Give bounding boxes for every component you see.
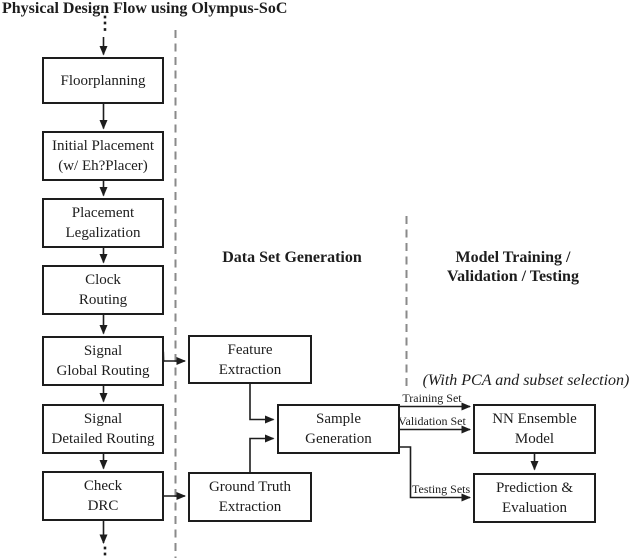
box-feature-extraction-label: Feature Extraction (218, 341, 282, 378)
box-nn-ensemble-model-label: NN Ensemble Model (492, 411, 577, 447)
flow-step-floorplanning: Floorplanning (42, 57, 164, 104)
flow-step-check-drc-label: Check DRC (83, 478, 123, 514)
section-heading-dataset: Data Set Generation (222, 249, 362, 266)
flow-step-signal-detailed-routing-label: Signal Detailed Routing (51, 411, 155, 447)
arrow-ground-truth-to-sample (249, 434, 275, 472)
box-nn-ensemble-model: NN Ensemble Model (473, 404, 596, 454)
diagram-title: Physical Design Flow using Olympus-SoC (2, 0, 288, 17)
ellipsis-top: ⋮ (96, 13, 114, 33)
box-prediction-evaluation: Prediction & Evaluation (473, 473, 596, 523)
flow-step-initial-placement: Initial Placement (w/ Eh?Placer) (42, 131, 164, 181)
flow-step-signal-detailed-routing: Signal Detailed Routing (42, 404, 164, 454)
flow-step-floorplanning-label: Floorplanning (60, 72, 146, 89)
box-prediction-evaluation-label: Prediction & Evaluation (495, 480, 574, 516)
flow-step-placement-legalization-label: Placement Legalization (65, 205, 141, 241)
flow-step-signal-global-routing: Signal Global Routing (42, 336, 164, 386)
box-sample-generation-label: Sample Generation (305, 411, 372, 447)
flow-step-placement-legalization: Placement Legalization (42, 198, 164, 248)
flow-step-clock-routing: Clock Routing (42, 265, 164, 315)
box-sample-generation: Sample Generation (277, 404, 400, 454)
flow-step-clock-routing-label: Clock Routing (78, 272, 128, 308)
box-ground-truth-extraction-label: Ground Truth Extraction (208, 479, 292, 515)
arrow-feature-to-sample (249, 384, 275, 424)
flow-step-initial-placement-label: Initial Placement (w/ Eh?Placer) (51, 138, 155, 174)
pca-note: (With PCA and subset selection) (422, 372, 630, 389)
section-heading-model: Model Training / Validation / Testing (447, 249, 579, 285)
flow-step-check-drc: Check DRC (42, 471, 164, 521)
box-feature-extraction: Feature Extraction (188, 335, 312, 384)
edge-label-testing-sets: Testing Sets (412, 482, 471, 496)
arrow-testing-sets (400, 446, 471, 502)
ellipsis-bottom: ⋮ (96, 544, 114, 558)
box-ground-truth-extraction: Ground Truth Extraction (188, 472, 312, 522)
edge-label-validation-set: Validation Set (398, 414, 466, 428)
edge-label-training-set: Training Set (402, 391, 462, 405)
flow-step-signal-global-routing-label: Signal Global Routing (56, 343, 150, 379)
